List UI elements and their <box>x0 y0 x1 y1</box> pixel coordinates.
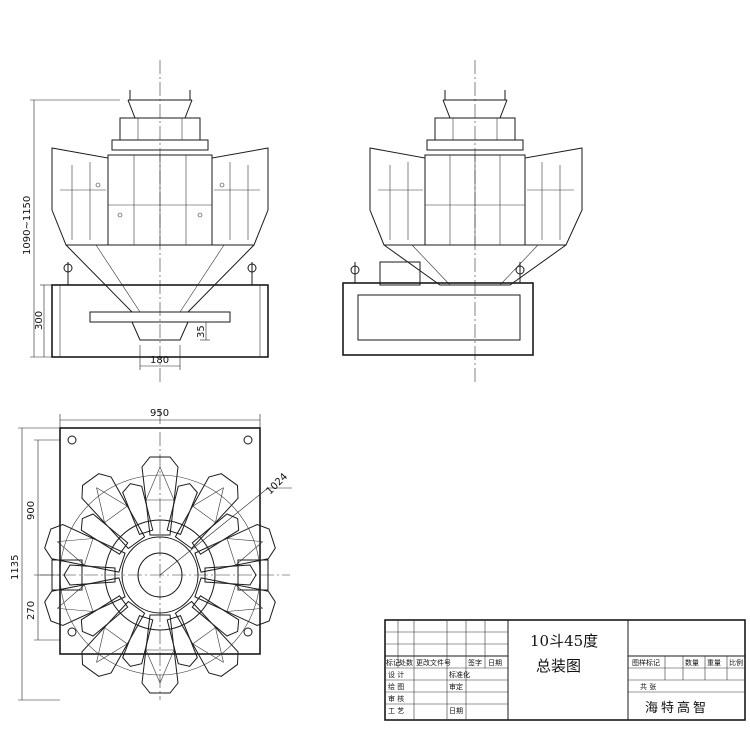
dim-upper: 900 <box>26 501 37 520</box>
memory-hopper <box>204 564 257 586</box>
weigh-bucket <box>141 614 179 694</box>
tb-label-weight: 重量 <box>707 659 721 667</box>
weigh-bucket <box>194 577 276 627</box>
weigh-bucket <box>194 523 276 573</box>
tb-label-scale: 比例 <box>729 658 743 667</box>
tb-label-count: 处数 <box>399 658 413 667</box>
tb-label-mark: 标记 <box>386 658 400 667</box>
tb-label-check: 审 核 <box>388 694 404 703</box>
memory-hopper <box>166 615 198 667</box>
weigh-bucket <box>44 577 126 627</box>
memory-hopper <box>63 564 116 586</box>
dim-base-height: 300 <box>34 311 45 330</box>
dim-total-height: 1135 <box>10 555 21 580</box>
tb-label-stage-mark: 图样标记 <box>632 658 660 667</box>
weigh-bucket <box>174 600 239 677</box>
dim-radius: 1024 <box>264 471 290 497</box>
weigh-bucket <box>141 456 179 536</box>
tb-label-date: 日期 <box>488 659 502 667</box>
tb-label-process: 工 艺 <box>388 707 404 715</box>
memory-hopper <box>80 595 129 637</box>
drawing-title-line2: 总装图 <box>536 657 581 675</box>
tb-label-drawing: 绘 图 <box>388 682 404 691</box>
dim-width: 950 <box>150 408 169 419</box>
dim-outlet-height: 35 <box>196 325 207 338</box>
tb-label-review: 审定 <box>449 682 463 691</box>
memory-hopper <box>80 513 129 555</box>
side-view <box>342 60 583 385</box>
tb-label-total-sheets: 共 张 <box>640 682 656 691</box>
dim-outlet-width: 180 <box>150 355 169 366</box>
weigh-bucket <box>81 473 146 550</box>
tb-label-signature: 签字 <box>468 658 482 667</box>
tb-label-standardization: 标准化 <box>449 670 470 679</box>
tb-label-quantity: 数量 <box>685 658 699 667</box>
front-view <box>30 60 269 385</box>
company-name: 海特高智 <box>645 700 709 716</box>
memory-hopper <box>191 513 240 555</box>
memory-hopper <box>166 483 198 535</box>
dim-height-range: 1090~1150 <box>22 196 33 255</box>
tb-label-change-doc: 更改文件号 <box>416 658 451 667</box>
tb-label-date2: 日期 <box>449 707 463 715</box>
dim-lower: 270 <box>26 601 37 620</box>
title-block <box>384 619 746 721</box>
weigh-bucket <box>174 473 239 550</box>
tb-label-design: 设 计 <box>388 670 404 679</box>
memory-hopper <box>122 483 154 535</box>
weigh-bucket <box>81 600 146 677</box>
top-view <box>18 410 292 701</box>
drawing-title-line1: 10斗45度 <box>530 632 598 650</box>
memory-hopper <box>122 615 154 667</box>
weigh-bucket <box>44 523 126 573</box>
memory-hopper <box>191 595 240 637</box>
